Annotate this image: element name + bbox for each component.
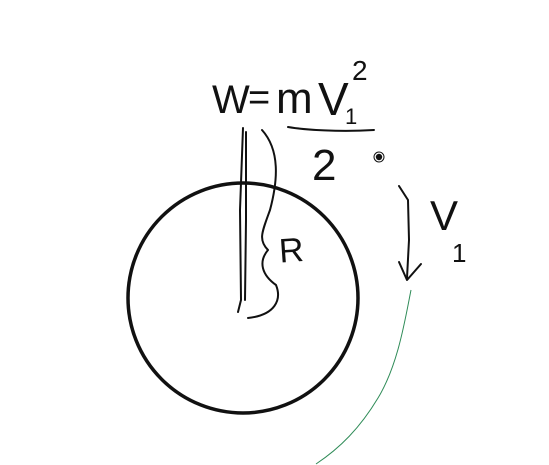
formula-equals-sign: = — [248, 77, 270, 119]
formula-velocity-symbol: V — [318, 73, 349, 125]
satellite-dot-halo — [373, 151, 385, 163]
velocity-label: V — [430, 192, 458, 239]
radius-line — [237, 127, 244, 313]
planet-circle — [126, 181, 360, 415]
radius-label: R — [278, 231, 305, 271]
formula-work-symbol: W — [212, 78, 250, 122]
formula-denominator: 2 — [312, 141, 336, 190]
radius-line-second-stroke — [244, 131, 247, 301]
satellite-dot — [375, 153, 383, 161]
formula-mass-symbol: m — [276, 74, 313, 123]
trajectory-curve — [315, 289, 412, 465]
velocity-label-subscript: 1 — [452, 238, 466, 268]
velocity-arrow-head — [398, 261, 422, 281]
radius-brace — [247, 129, 279, 319]
formula-exponent: 2 — [352, 55, 368, 86]
velocity-arrow-shaft — [398, 185, 410, 279]
formula-fraction-bar — [287, 126, 375, 132]
formula-velocity-subscript: 1 — [345, 104, 357, 129]
